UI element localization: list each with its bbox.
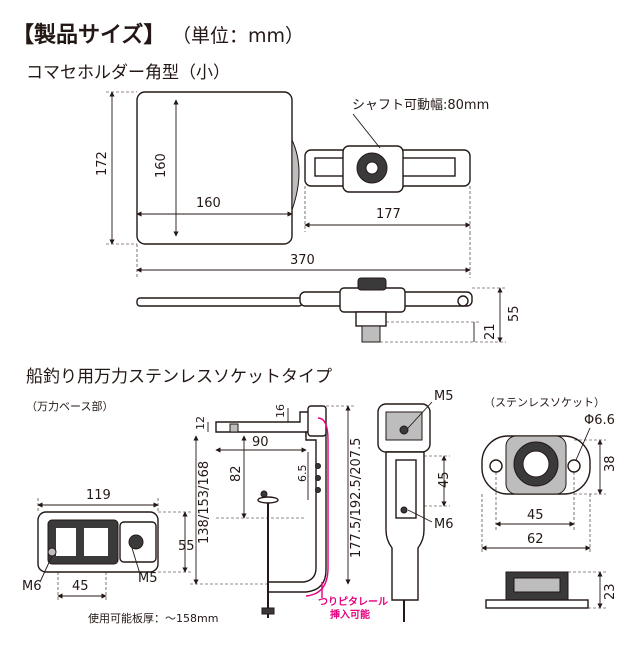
dim-55-side: 55 xyxy=(507,305,522,322)
side-basket xyxy=(136,297,303,307)
socket-side-view xyxy=(485,571,589,609)
dim-45-front: 45 xyxy=(437,471,452,488)
socket-top-view xyxy=(481,435,591,495)
dim-range1: 138/153/168 xyxy=(197,461,212,544)
socket-hole-right xyxy=(567,459,581,473)
dim-range2: 177.5/192.5/207.5 xyxy=(349,438,364,558)
m5-label-front: M5 xyxy=(434,389,454,404)
dim-62: 62 xyxy=(527,532,544,547)
rail-note-line2: 挿入可能 xyxy=(330,608,370,621)
clamp-c-frame xyxy=(267,431,327,593)
page-title: 【製品サイズ】 xyxy=(12,22,165,48)
dim-12: 12 xyxy=(194,416,207,430)
socket-label: （ステンレスソケット） xyxy=(484,396,605,409)
holder-side-view xyxy=(136,277,473,343)
m5-label-top: M5 xyxy=(138,571,158,586)
product2-title: 船釣り用万力ステンレスソケットタイプ xyxy=(26,367,332,387)
clamp-top-view xyxy=(37,511,159,573)
dim-38: 38 xyxy=(603,455,618,472)
side-post xyxy=(361,325,381,343)
dim-16: 16 xyxy=(274,404,287,418)
m6-label-front: M6 xyxy=(434,517,454,532)
dim-370: 370 xyxy=(290,253,315,268)
dim-45-socket: 45 xyxy=(527,508,544,523)
holder-cup xyxy=(291,139,300,211)
side-knob xyxy=(357,277,387,291)
unit-label: （単位：mm） xyxy=(172,25,304,47)
rail-insert-line xyxy=(305,417,329,597)
product1-title: コマセホルダー角型（小） xyxy=(26,63,230,83)
plate-thickness-label: 使用可能板厚：～158mm xyxy=(88,611,218,625)
dim-119: 119 xyxy=(86,488,111,503)
socket-hole-left xyxy=(489,459,503,473)
dim-172: 172 xyxy=(95,151,110,176)
dim-6-5: 6.5 xyxy=(296,465,309,483)
phi-label: Φ6.6 xyxy=(584,413,615,428)
dim-160-horizontal: 160 xyxy=(196,196,221,211)
dim-90: 90 xyxy=(252,435,269,450)
dim-82: 82 xyxy=(229,465,244,482)
rail-note-line1: つりピタレール xyxy=(318,596,388,608)
clamp-front-view xyxy=(377,403,431,622)
dim-21: 21 xyxy=(483,323,498,340)
m6-label-top: M6 xyxy=(22,579,42,594)
dim-45-top: 45 xyxy=(72,579,89,594)
dim-55-clamp: 55 xyxy=(178,539,195,554)
shaft-leader xyxy=(352,113,381,149)
socket-side-plate xyxy=(485,599,589,609)
clamp-side-view xyxy=(215,405,327,618)
dim-23: 23 xyxy=(603,583,618,600)
holder-top-view xyxy=(136,91,471,245)
dim-160-vertical: 160 xyxy=(154,153,169,178)
base-label: （万力ベース部） xyxy=(26,399,113,413)
dim-177: 177 xyxy=(376,207,401,222)
shaft-range-label: シャフト可動幅:80mm xyxy=(352,98,489,113)
